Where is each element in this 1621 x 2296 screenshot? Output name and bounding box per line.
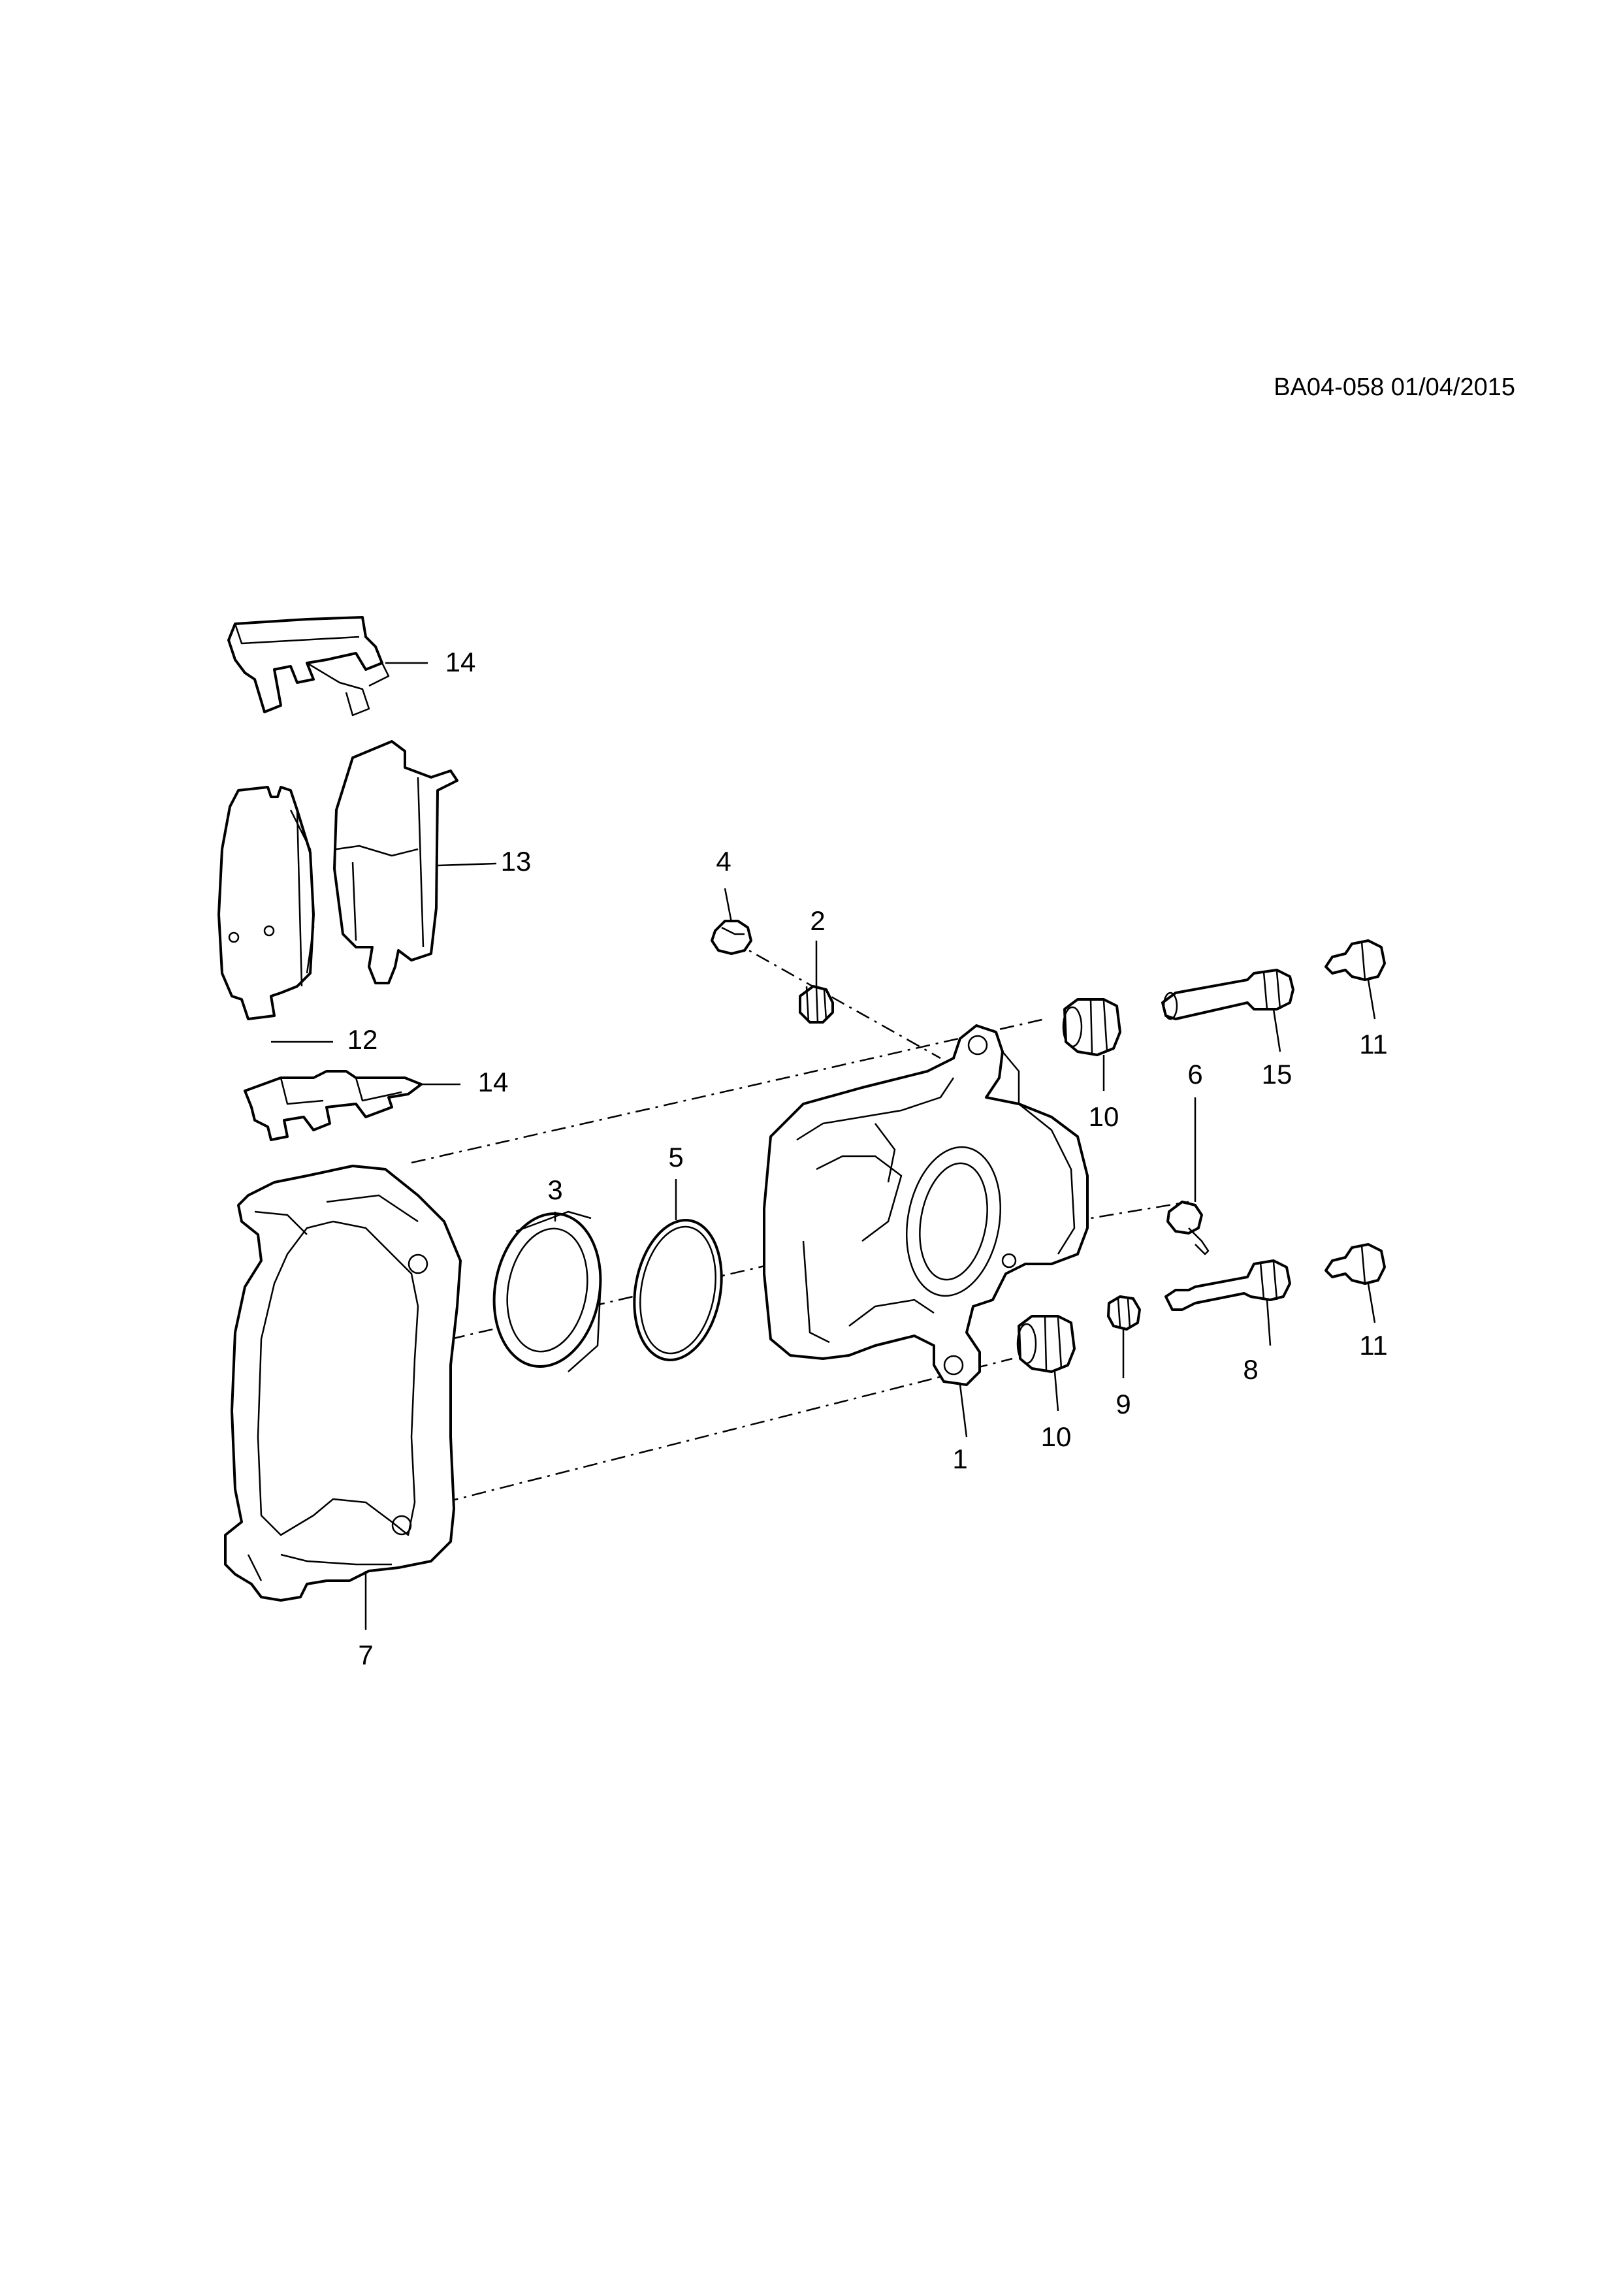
callout-5: 5 <box>668 1142 683 1172</box>
callout-11-upper: 11 <box>1359 1029 1388 1059</box>
part-10-lower-bushing <box>1016 1315 1076 1373</box>
part-5-piston-seal <box>633 1219 723 1361</box>
part-8-guide-pin <box>1164 1259 1291 1311</box>
callout-1: 1 <box>952 1444 967 1474</box>
part-2-bleeder-screw <box>799 985 834 1024</box>
part-11-lower-bolt <box>1324 1243 1386 1285</box>
callout-13: 13 <box>501 846 532 877</box>
callout-14-upper: 14 <box>445 647 476 677</box>
callout-11-lower: 11 <box>1359 1330 1388 1361</box>
part-7-caliper-bracket <box>224 1165 462 1602</box>
callout-2: 2 <box>810 905 825 936</box>
callout-7: 7 <box>358 1640 373 1670</box>
part-6-spring-clip <box>1166 1201 1210 1255</box>
callout-8: 8 <box>1243 1354 1258 1385</box>
part-9-pin-cap <box>1107 1295 1141 1331</box>
callout-15: 15 <box>1262 1059 1292 1090</box>
part-1-caliper-housing <box>763 1024 1089 1386</box>
callout-leader-lines <box>271 662 1376 1630</box>
diagram-reference: BA04-058 01/04/2015 <box>1274 374 1515 401</box>
part-3-dust-boot <box>492 1210 602 1372</box>
part-11-upper-bolt <box>1324 939 1386 981</box>
part-10-upper-bushing <box>1062 998 1121 1056</box>
callout-14-lower: 14 <box>478 1067 509 1097</box>
part-13-outer-pad <box>333 740 458 984</box>
callout-labels: 14 13 12 14 4 2 10 15 11 6 3 5 1 10 9 8 … <box>347 647 1388 1670</box>
callout-10-upper: 10 <box>1089 1101 1119 1132</box>
callout-6: 6 <box>1187 1059 1202 1090</box>
part-14-upper-clip <box>227 616 390 717</box>
part-15-guide-pin <box>1161 969 1294 1020</box>
callout-10-lower: 10 <box>1041 1421 1072 1452</box>
callout-3: 3 <box>547 1174 562 1205</box>
part-14-lower-clip <box>244 1070 423 1141</box>
part-12-inner-pad <box>217 786 315 1020</box>
callout-9: 9 <box>1115 1389 1131 1419</box>
part-4-bleeder-cap <box>711 920 752 955</box>
callout-12: 12 <box>347 1024 378 1055</box>
callout-4: 4 <box>716 846 731 877</box>
